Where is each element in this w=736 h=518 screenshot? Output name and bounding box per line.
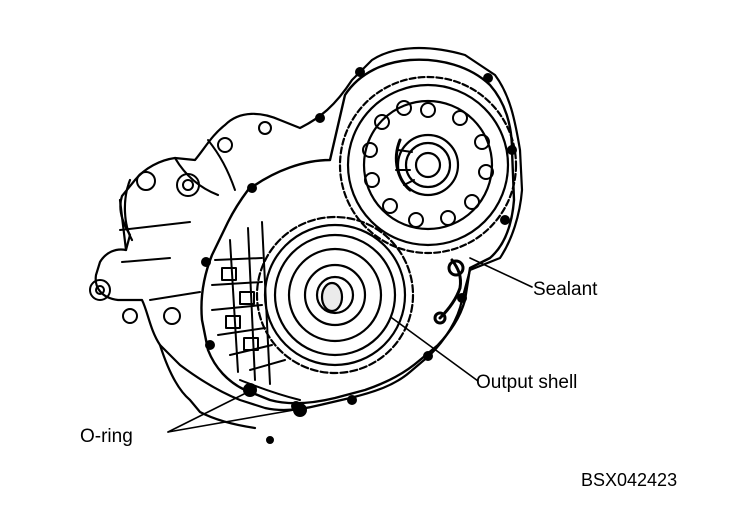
output-shell-gear (255, 215, 415, 375)
o-ring-label: O-ring (80, 426, 133, 447)
ribbed-casting (211, 221, 286, 385)
housing-outline (94, 47, 524, 430)
leader-lines (167, 257, 533, 433)
upper-gear-holes (362, 100, 494, 228)
figure-code: BSX042423 (581, 470, 678, 490)
o-ring-parts (239, 379, 307, 444)
flange-outline (200, 58, 516, 405)
sealant-label: Sealant (533, 279, 598, 300)
upper-gear (338, 75, 518, 255)
output-shell-label: Output shell (476, 372, 578, 393)
sealant-bead (433, 258, 465, 325)
mounting-bosses (89, 121, 272, 325)
